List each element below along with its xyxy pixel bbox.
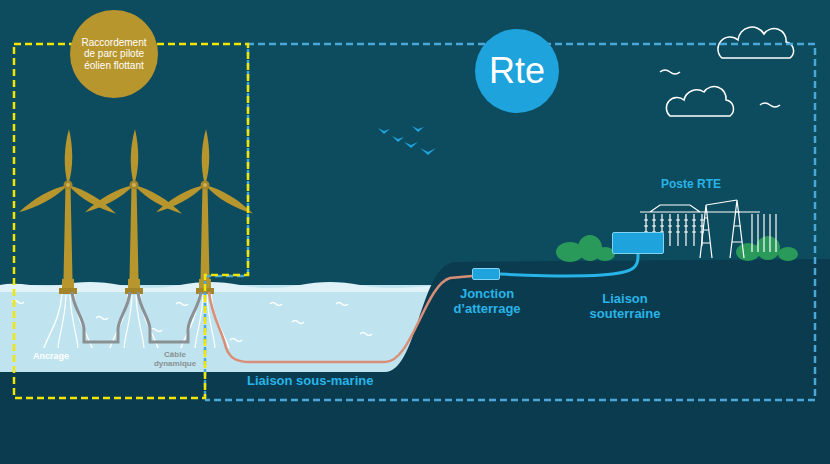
trees bbox=[556, 235, 798, 262]
underground-link bbox=[500, 254, 638, 276]
export-cable bbox=[209, 276, 472, 362]
node-text: Raccordement de parc pilote éolien flott… bbox=[77, 37, 151, 72]
landing-junction: Jonction d’atterrage bbox=[472, 268, 500, 280]
birds bbox=[378, 126, 436, 155]
land bbox=[0, 259, 830, 464]
dynamic-cable bbox=[72, 292, 201, 342]
scope-badge: Raccordement de parc pilote éolien flott… bbox=[70, 10, 158, 98]
rte-logo: Rte bbox=[475, 29, 559, 113]
cloud bbox=[660, 27, 794, 116]
node-text: Rte bbox=[489, 53, 545, 89]
producer-scope bbox=[14, 44, 248, 398]
subsea-link-label: Liaison sous-marine bbox=[247, 374, 373, 388]
node-heading: Poste RTE bbox=[661, 178, 721, 191]
edge-label: Liaison souterraine bbox=[585, 292, 665, 322]
node-heading: Jonction d’atterrage bbox=[442, 287, 532, 317]
anchor-label: Ancrage bbox=[33, 352, 69, 362]
substation-box: Poste RTE bbox=[612, 232, 664, 254]
cable-label: Câble dynamique bbox=[152, 351, 198, 369]
